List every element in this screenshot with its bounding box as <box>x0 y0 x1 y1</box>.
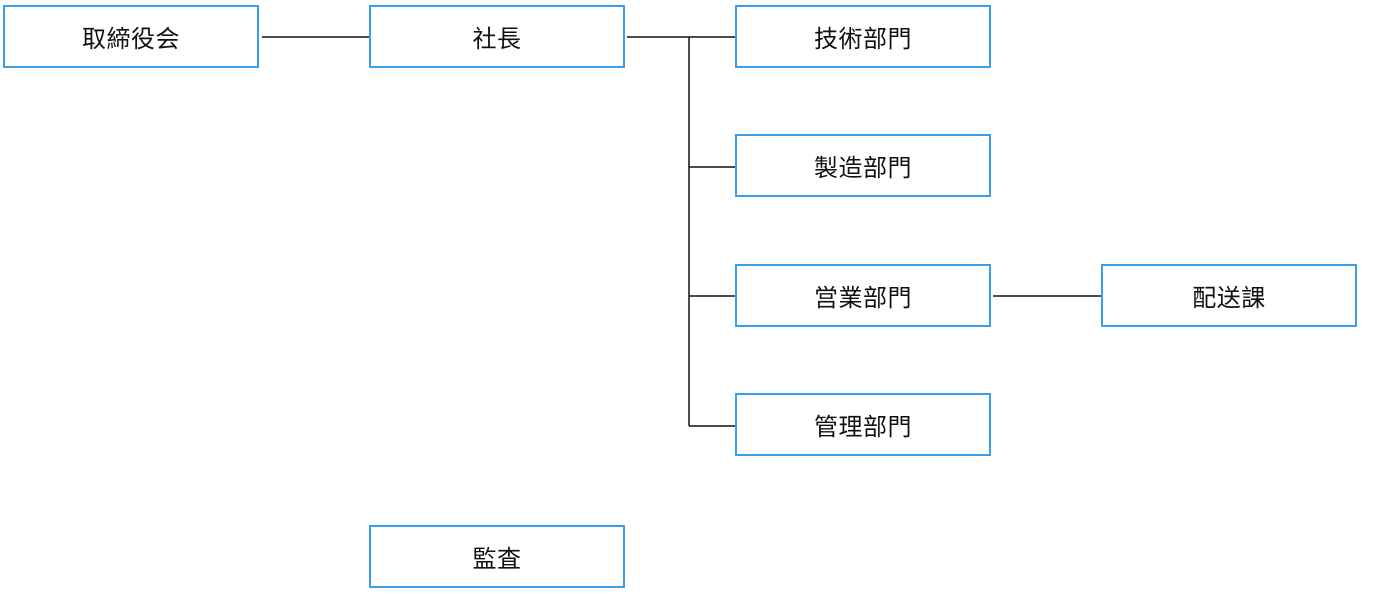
node-president: 社長 <box>369 5 625 68</box>
node-label: 社長 <box>472 25 522 53</box>
node-label: 技術部門 <box>814 25 912 53</box>
node-label: 配送課 <box>1192 284 1266 312</box>
node-label: 取締役会 <box>82 25 180 53</box>
node-label: 営業部門 <box>814 284 912 312</box>
node-label: 監査 <box>472 545 522 573</box>
node-board-of-directors: 取締役会 <box>3 5 259 68</box>
node-sales-department: 営業部門 <box>735 264 991 327</box>
node-label: 製造部門 <box>814 154 912 182</box>
node-manufacturing-department: 製造部門 <box>735 134 991 197</box>
node-delivery-section: 配送課 <box>1101 264 1357 327</box>
node-administration-department: 管理部門 <box>735 393 991 456</box>
node-technology-department: 技術部門 <box>735 5 991 68</box>
node-label: 管理部門 <box>814 413 912 441</box>
node-audit: 監査 <box>369 525 625 588</box>
